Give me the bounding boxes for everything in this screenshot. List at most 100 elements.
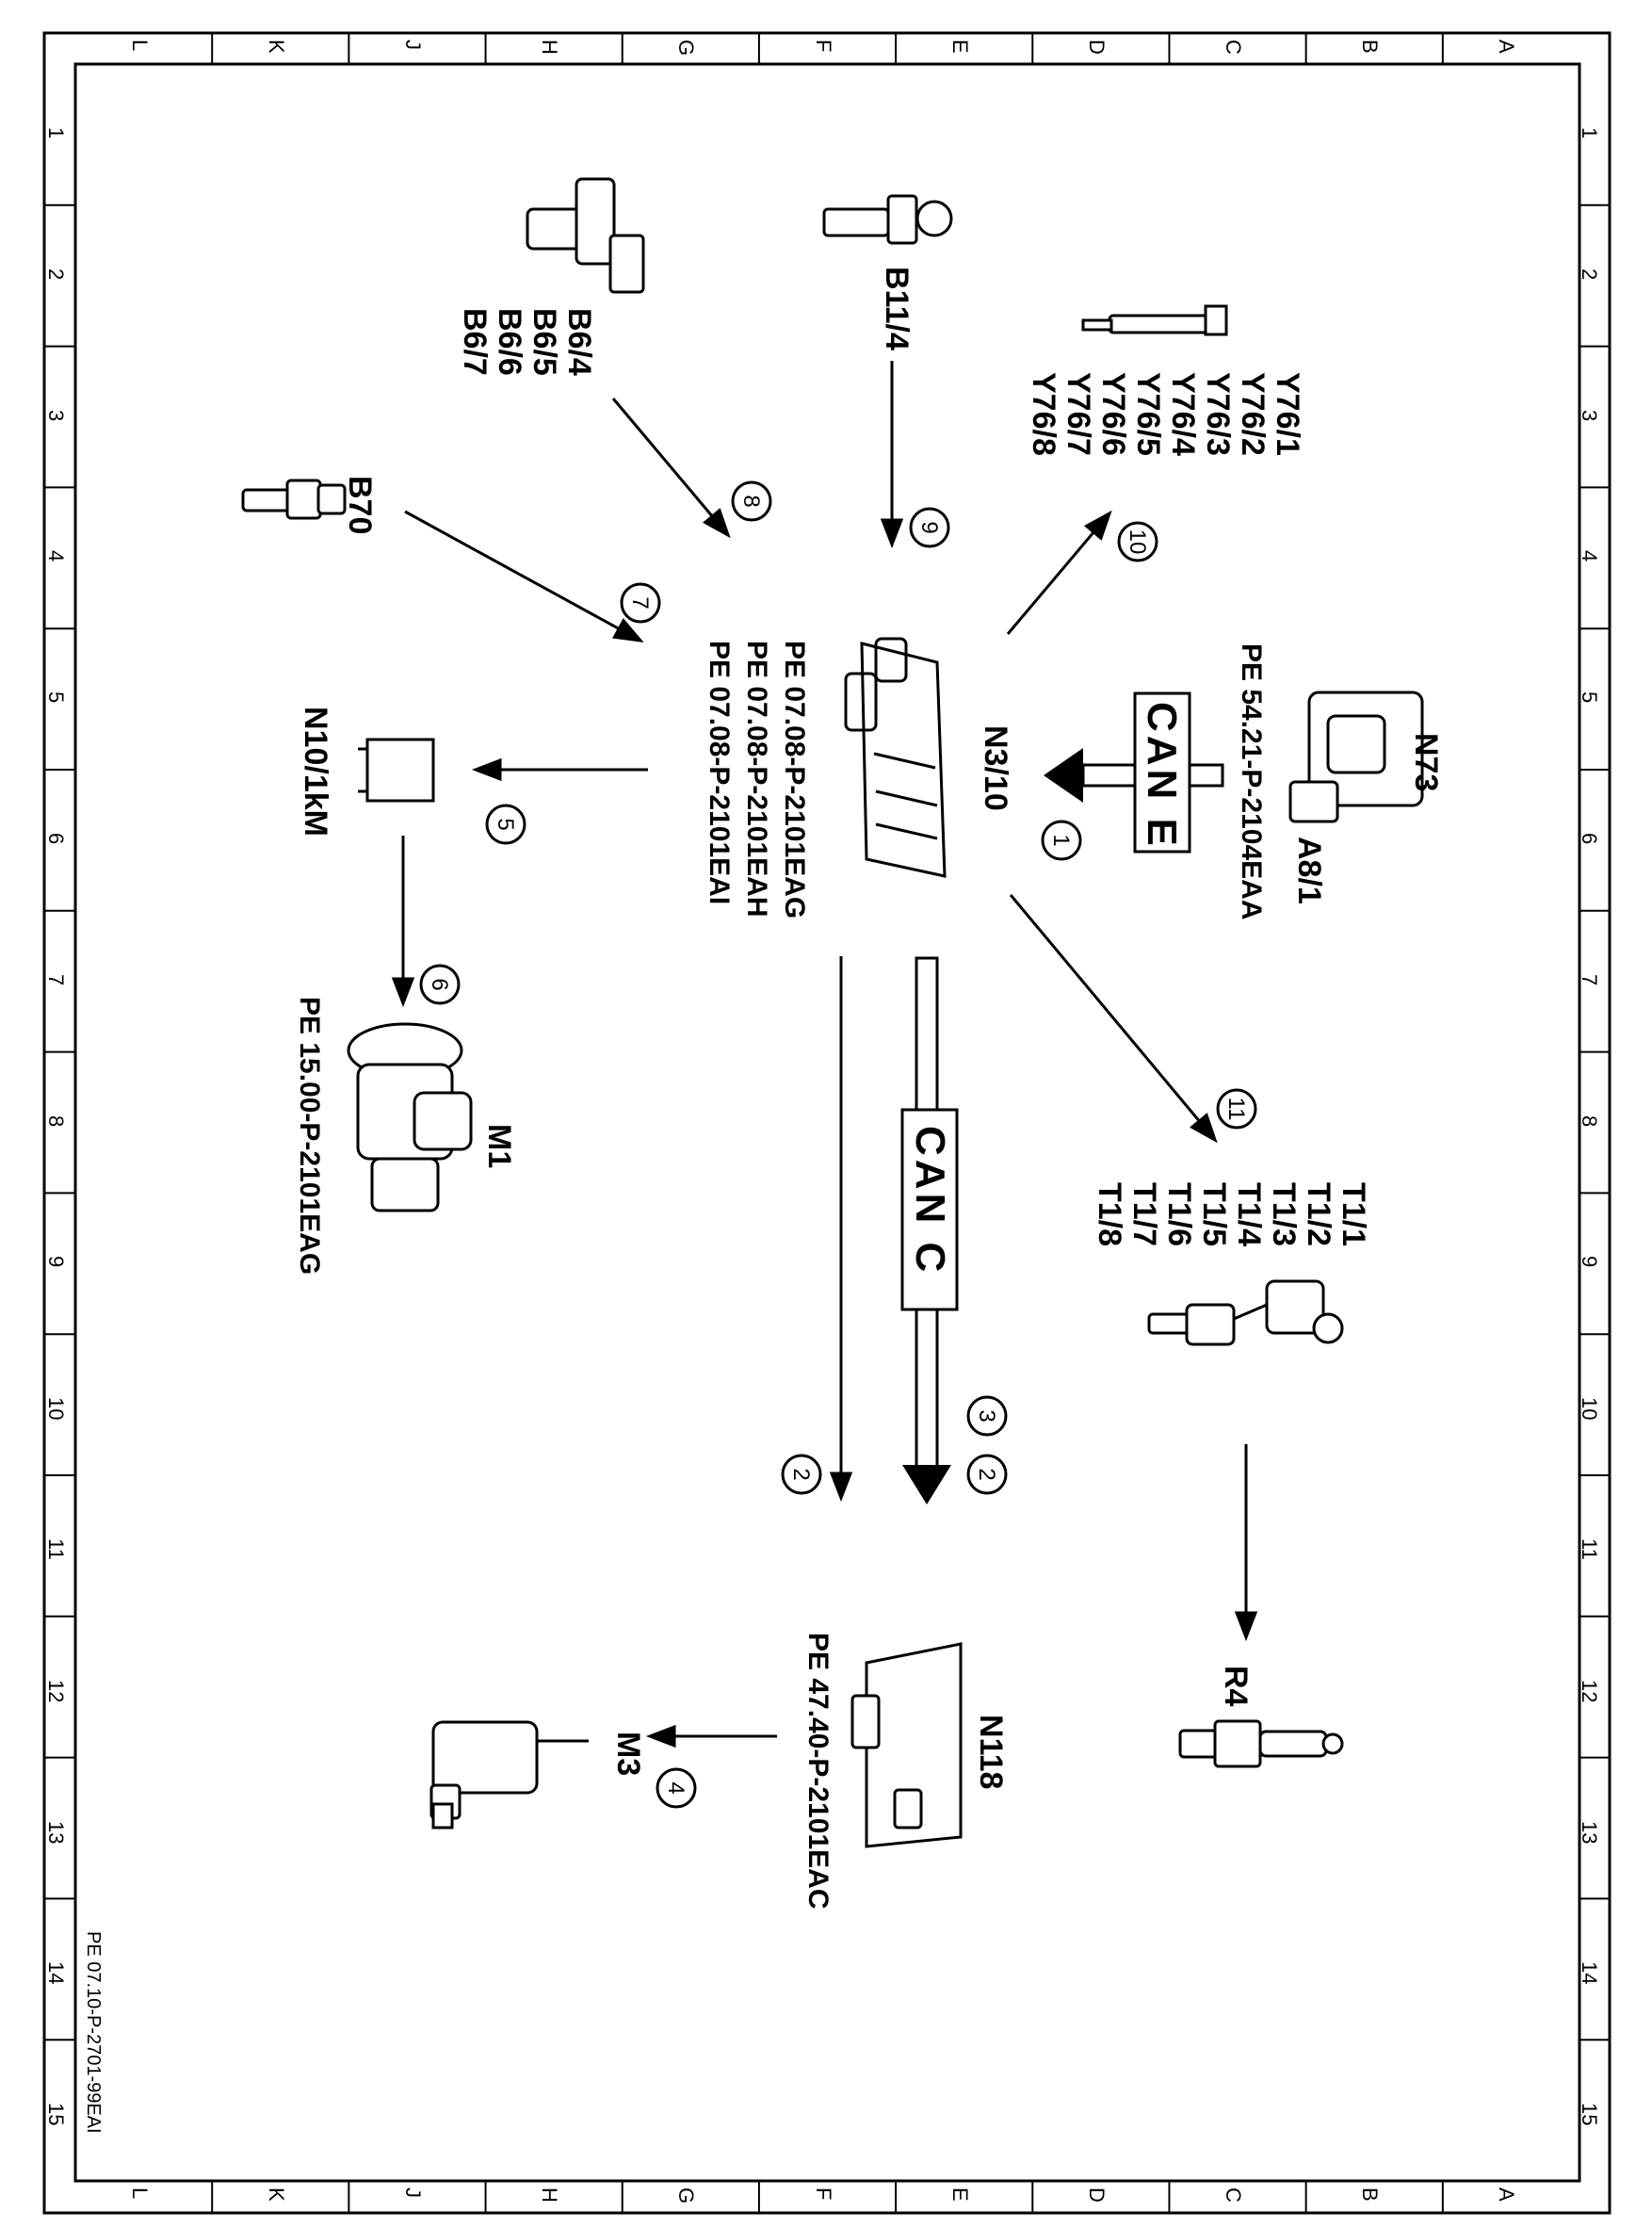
grid-letter-bottom: D	[1084, 2187, 1109, 2203]
relay-icon	[358, 738, 435, 803]
step-marker	[909, 507, 950, 548]
grid-number-left: 3	[44, 409, 68, 421]
grid-number-right: 6	[1578, 832, 1601, 845]
grid-number-right: 9	[1578, 1256, 1601, 1268]
ecu-icon	[844, 637, 947, 878]
t1-label: T1/7	[1126, 1182, 1162, 1247]
step-marker	[966, 1395, 1008, 1437]
b6-label: B6/7	[457, 308, 493, 376]
t1-label: T1/2	[1301, 1182, 1336, 1247]
grid-letter-bottom: H	[538, 2187, 562, 2203]
arrow-fuel-pump-head	[645, 1724, 676, 1748]
y76-label: Y76/1	[1270, 372, 1305, 456]
grid-letter-bottom: J	[400, 2187, 425, 2198]
grid-number-right: 14	[1578, 1961, 1601, 1985]
step-number: 2	[788, 1468, 814, 1480]
n3-10-label: N3/10	[978, 725, 1013, 811]
grid-letter-bottom: A	[1495, 2187, 1519, 2202]
grid-number-right: 1	[1578, 126, 1601, 139]
n118-label: N118	[973, 1715, 1009, 1790]
grid-letter-top: E	[947, 40, 972, 54]
can-c-label: CAN C	[907, 1126, 953, 1277]
can-e-bus	[1044, 691, 1224, 854]
step-number: 10	[1125, 529, 1150, 555]
m1-label: M1	[481, 1124, 517, 1169]
arrow-camshaft-sensor-head	[702, 508, 731, 539]
camshaft-sensor-icon	[526, 177, 645, 294]
n3-10-ref-1: PE 07.08-P-2101EAG	[779, 641, 810, 919]
can-e-label: CAN E	[1139, 702, 1185, 850]
grid-number-left: 14	[44, 1961, 68, 1985]
step-marker	[966, 1454, 1008, 1495]
arrow-relay-head	[471, 757, 502, 782]
oxygen-sensor-icon	[1147, 1279, 1344, 1346]
grid-letter-bottom: K	[264, 2187, 288, 2202]
step-marker	[1041, 820, 1082, 861]
crankshaft-sensor-icon	[241, 479, 347, 520]
grid-number-left: 5	[44, 691, 68, 704]
grid-number-right: 13	[1578, 1820, 1601, 1844]
grid-letter-bottom: G	[674, 2187, 699, 2204]
grid-number-right: 2	[1578, 268, 1601, 280]
n3-10-ref-2: PE 07.08-P-2101EAH	[741, 641, 772, 918]
b6-label: B6/4	[561, 308, 597, 376]
grid-number-right: 11	[1578, 1537, 1601, 1560]
grid-letter-bottom: F	[811, 2187, 835, 2201]
r4-label: R4	[1218, 1666, 1254, 1707]
grid-number-right: 15	[1578, 2103, 1601, 2126]
signal-arrows	[391, 361, 1258, 1748]
grid-number-right: 5	[1578, 691, 1601, 704]
grid-number-left: 2	[44, 268, 68, 280]
y76-label: Y76/2	[1235, 372, 1271, 456]
grid-letter-top: J	[400, 40, 425, 50]
a8-1-label: A8/1	[1291, 837, 1327, 904]
grid-number-right: 10	[1578, 1397, 1601, 1421]
m1-ref: PE 15.00-P-2101EAG	[294, 997, 325, 1276]
arrow-temp-sensor-head	[880, 518, 904, 549]
grid-number-left: 12	[44, 1679, 68, 1703]
temperature-sensor-icon	[822, 194, 953, 245]
step-marker	[656, 1767, 697, 1809]
grid-letter-bottom: C	[1222, 2187, 1246, 2203]
arrow-injectors	[1006, 512, 1111, 635]
document-code: PE 07.10-P-2701-99EAI	[83, 1931, 104, 2134]
grid-number-right: 4	[1578, 550, 1601, 562]
grid-number-right: 3	[1578, 409, 1601, 421]
grid-number-left: 1	[44, 126, 68, 139]
t1-label: T1/3	[1266, 1182, 1302, 1247]
arrow-n118-head	[829, 1472, 853, 1503]
grid-number-left: 4	[44, 550, 68, 562]
t1-label: T1/8	[1092, 1182, 1127, 1247]
t1-label: T1/1	[1336, 1182, 1371, 1247]
grid-letter-bottom: B	[1358, 2187, 1383, 2202]
arrow-starter-head	[391, 977, 415, 1008]
y76-label: Y76/5	[1130, 372, 1166, 456]
grid-letter-top: F	[811, 40, 835, 53]
arrow-crankshaft-sensor-head	[612, 618, 644, 643]
starter-motor-icon	[347, 1022, 473, 1212]
arrow-oxygen-sensor-head	[1190, 1113, 1218, 1144]
grid-letter-top: A	[1495, 40, 1519, 54]
step-number: 1	[1048, 834, 1074, 846]
grid-letter-top: C	[1222, 40, 1246, 55]
control-module-icon	[850, 1642, 963, 1848]
fuel-injector-icon	[1081, 304, 1228, 336]
grid-number-right: 7	[1578, 973, 1601, 985]
y76-label: Y76/3	[1200, 372, 1236, 456]
n118-ref: PE 47.40-P-2101EAC	[802, 1633, 834, 1910]
grid-ticks	[44, 33, 1610, 2213]
outer-frame	[42, 31, 1612, 2215]
spark-plug-icon	[1178, 1719, 1344, 1768]
grid-letter-bottom: L	[127, 2187, 152, 2200]
t1-label: T1/6	[1161, 1182, 1197, 1247]
m3-label: M3	[610, 1732, 646, 1777]
ignition-switch-icon	[1288, 691, 1424, 823]
grid-letter-top: K	[264, 40, 288, 54]
grid-number-left: 10	[44, 1397, 68, 1421]
b70-label: B70	[342, 476, 378, 535]
step-number: 4	[663, 1781, 688, 1794]
y76-label: Y76/8	[1026, 372, 1061, 456]
